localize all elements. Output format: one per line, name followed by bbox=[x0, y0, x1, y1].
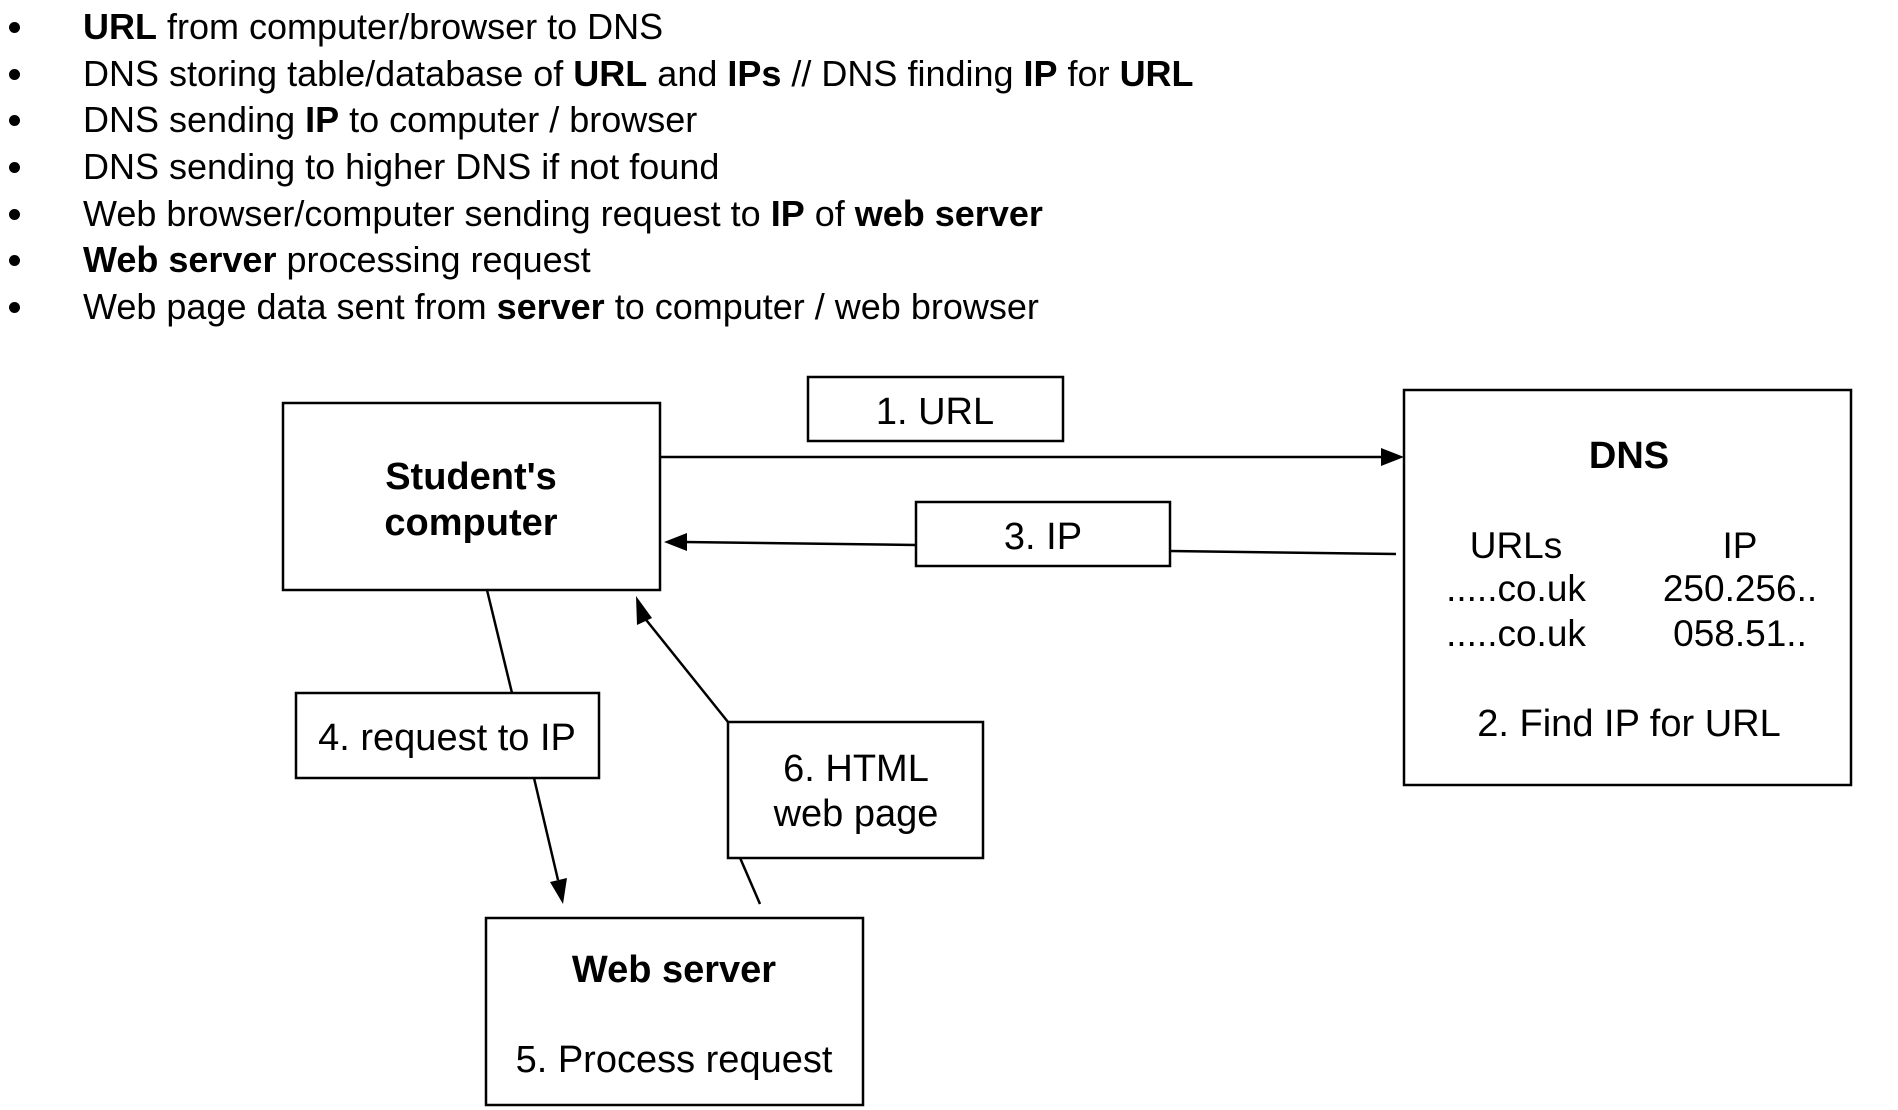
label-ip-text: 3. IP bbox=[1004, 516, 1082, 558]
arrowhead-down-icon bbox=[550, 878, 567, 904]
bullet-keyword: IPs bbox=[727, 53, 782, 94]
label-ip: 3. IP bbox=[914, 500, 1172, 568]
bullet-text: DNS sending to higher DNS if not found bbox=[83, 144, 719, 190]
label-request: 4. request to IP bbox=[294, 691, 601, 780]
bullet-segment: DNS sending bbox=[83, 99, 306, 140]
web-server-box bbox=[484, 916, 865, 1107]
bullet-segment: Web page data sent from bbox=[83, 286, 497, 327]
bullet-dot-icon bbox=[9, 69, 20, 80]
label-html: 6. HTML web page bbox=[726, 720, 985, 860]
arrow-url-to-dns bbox=[660, 448, 1404, 466]
bullet-text: Web browser/computer sending request to … bbox=[83, 191, 1043, 237]
bullet-text: URL from computer/browser to DNS bbox=[83, 4, 663, 50]
dns-row-1-url: .....co.uk bbox=[1446, 568, 1586, 609]
bullet-segment: from computer/browser to DNS bbox=[157, 6, 664, 47]
arrow-request-to-server bbox=[485, 589, 567, 904]
bullet-text: DNS storing table/database of URL and IP… bbox=[83, 51, 1194, 97]
bullet-segment: // DNS finding bbox=[781, 53, 1024, 94]
web-server-title: Web server bbox=[572, 949, 776, 991]
bullet-dot-icon bbox=[9, 22, 20, 33]
bullet-segment: Web browser/computer sending request to bbox=[83, 193, 771, 234]
arrow-ip-to-computer bbox=[664, 533, 1397, 556]
student-computer-box bbox=[281, 401, 662, 592]
bullet-keyword: IP bbox=[305, 99, 340, 140]
label-html-line2: web page bbox=[773, 793, 939, 835]
arrowhead-left-icon bbox=[664, 533, 687, 551]
bullet-text: Web page data sent from server to comput… bbox=[83, 284, 1039, 330]
bullet-segment: of bbox=[804, 193, 855, 234]
bullet-segment: DNS sending to higher DNS if not found bbox=[83, 146, 720, 187]
bullet-segment: to computer / browser bbox=[339, 99, 698, 140]
bullet-dot-icon bbox=[9, 162, 20, 173]
web-server-step-label: 5. Process request bbox=[516, 1039, 833, 1081]
arrowhead-up-icon bbox=[636, 596, 652, 625]
bullet-dot-icon bbox=[9, 209, 20, 220]
bullet-text: Web server processing request bbox=[83, 237, 591, 283]
bullet-segment: DNS storing table/database of bbox=[83, 53, 574, 94]
label-request-text: 4. request to IP bbox=[318, 717, 576, 759]
bullet-dot-icon bbox=[9, 115, 20, 126]
bullet-keyword: Web server bbox=[83, 239, 277, 280]
bullet-segment: for bbox=[1057, 53, 1120, 94]
dns-col-urls: URLs bbox=[1470, 525, 1563, 566]
student-computer-label-line1: Student's bbox=[385, 456, 557, 498]
dns-col-ip: IP bbox=[1723, 525, 1758, 566]
bullet-keyword: web server bbox=[854, 193, 1043, 234]
student-computer-node: Student's computer bbox=[281, 401, 662, 592]
dns-step-label: 2. Find IP for URL bbox=[1477, 703, 1780, 745]
label-url: 1. URL bbox=[806, 375, 1065, 443]
arrowhead-right-icon bbox=[1381, 448, 1404, 466]
dns-row-2-ip: 058.51.. bbox=[1673, 613, 1807, 654]
bullet-keyword: URL bbox=[573, 53, 648, 94]
bullet-dot-icon bbox=[9, 302, 20, 313]
dns-node: DNS URLs IP .....co.uk 250.256.. .....co… bbox=[1402, 388, 1853, 787]
bullet-keyword: server bbox=[496, 286, 605, 327]
dns-row-2-url: .....co.uk bbox=[1446, 613, 1586, 654]
bullet-dot-icon bbox=[9, 255, 20, 266]
bullet-segment: processing request bbox=[276, 239, 591, 280]
dns-box bbox=[1402, 388, 1853, 787]
bullet-segment: and bbox=[647, 53, 728, 94]
bullet-keyword: URL bbox=[1119, 53, 1194, 94]
dns-title: DNS bbox=[1589, 435, 1669, 477]
bullet-text: DNS sending IP to computer / browser bbox=[83, 97, 697, 143]
bullet-segment: to computer / web browser bbox=[604, 286, 1039, 327]
web-server-node: Web server 5. Process request bbox=[484, 916, 865, 1107]
bullet-keyword: IP bbox=[1023, 53, 1058, 94]
bullet-keyword: URL bbox=[83, 6, 157, 47]
label-url-text: 1. URL bbox=[876, 391, 994, 433]
bullet-keyword: IP bbox=[770, 193, 805, 234]
student-computer-label-line2: computer bbox=[384, 502, 557, 544]
dns-row-1-ip: 250.256.. bbox=[1663, 568, 1817, 609]
label-html-line1: 6. HTML bbox=[783, 748, 929, 790]
